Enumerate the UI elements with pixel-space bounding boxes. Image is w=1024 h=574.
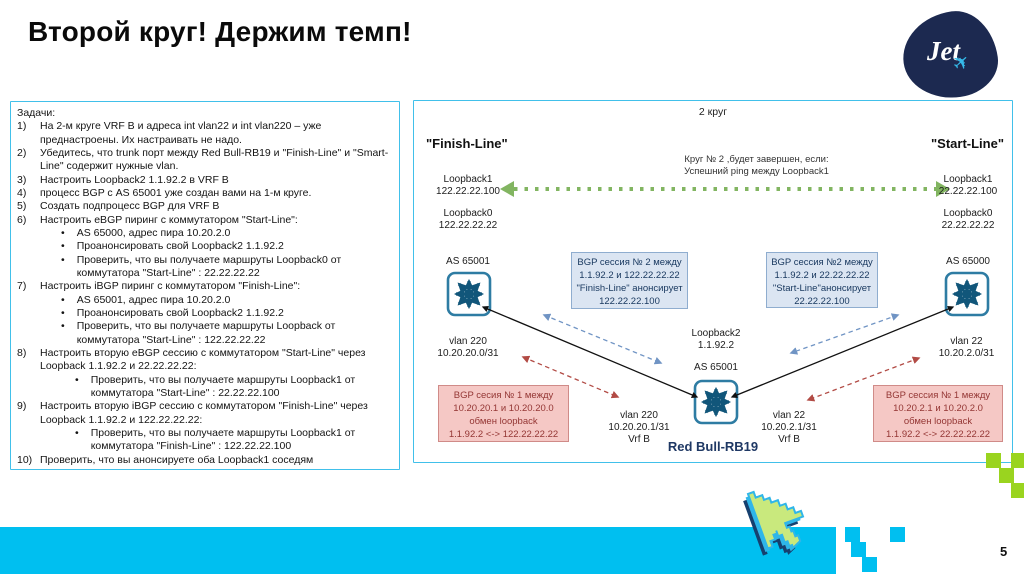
tasks-heading: Задачи: (17, 107, 56, 119)
footer-bar (0, 527, 836, 574)
multilayer-switch-icon (944, 271, 990, 317)
task-text: процесс BGP с AS 65001 уже создан вами н… (40, 186, 312, 199)
task-text: На 2-м круге VRF B и адреса int vlan22 и… (40, 120, 322, 146)
task-text: Убедитесь, что trunk порт между Red Bull… (40, 146, 389, 173)
task-subitem: Проверить, что вы получаете маршруты Loo… (17, 427, 392, 454)
start-line-title: "Start-Line" (931, 136, 1004, 151)
lap-label: 2 круг (698, 106, 728, 118)
deco-square-cyan (862, 557, 877, 572)
task-number: 8) (17, 346, 27, 359)
deco-square-cyan (851, 542, 866, 557)
task-text: Настроить Loopback2 1.1.92.2 в VRF B (40, 173, 229, 186)
task-number: 1) (17, 120, 27, 133)
bgp-session2-box-start: BGP сессия №2 между 1.1.92.2 и 22.22.22.… (766, 252, 878, 308)
deco-square-cyan (845, 527, 860, 542)
deco-square-green (1011, 483, 1024, 498)
task-subitem: Проанонсировать свой Loopback2 1.1.92.2 (17, 240, 392, 253)
center-as-label: AS 65001 (694, 362, 738, 373)
task-item: 6) Настроить eBGP пиринг с коммутатором "… (17, 214, 392, 227)
logo-text: Jet (927, 36, 960, 66)
task-text: Настроить вторую eBGP сессию с коммутато… (40, 346, 366, 373)
task-number: 6) (17, 213, 27, 226)
start-as-label: AS 65000 (946, 256, 990, 267)
multilayer-switch-icon (446, 271, 492, 317)
bgp-session2-arrow-left (542, 313, 663, 365)
jet-logo: Jet ✈ (897, 5, 1003, 105)
task-item: 7) Настроить iBGP пиринг с коммутатором "… (17, 280, 392, 293)
bgp-session2-arrow-right (789, 313, 900, 355)
task-number: 5) (17, 200, 27, 213)
task-item: 1) На 2-м круге VRF B и адреса int vlan22… (17, 120, 392, 147)
lap-condition: Круг № 2 ,будет завершен, если: Успешний… (684, 154, 829, 177)
task-subitem: AS 65001, адрес пира 10.20.2.0 (17, 294, 392, 307)
router-name: Red Bull-RB19 (667, 439, 759, 454)
task-number: 7) (17, 280, 27, 293)
task-number: 10) (17, 453, 33, 466)
task-number: 4) (17, 186, 27, 199)
task-item: 5) Создать подпроцесс BGP для VRF B (17, 200, 392, 213)
deco-square-cyan (890, 527, 905, 542)
task-item: 2) Убедитесь, что trunk порт между Red Bu… (17, 147, 392, 174)
deco-square-green (986, 453, 1001, 468)
page-number: 5 (1000, 544, 1008, 559)
task-subitem: Проверить, что вы получаете маршруты Loo… (17, 374, 392, 401)
bgp-session1-box-finish: BGP сесия № 1 между 10.20.20.1 и 10.20.2… (438, 385, 569, 442)
task-text: Проверить, что вы анонсируете оба Loopba… (40, 453, 314, 466)
task-number: 2) (17, 146, 27, 159)
task-number: 9) (17, 400, 27, 413)
task-subitem: Проверить, что вы получаете маршруты Loo… (17, 254, 392, 281)
bgp-session1-box-start: BGP сессия № 1 между 10.20.2.1 и 10.20.2… (873, 385, 1003, 442)
task-item: 9) Настроить вторую iBGP сессию с коммута… (17, 400, 392, 427)
page-title: Второй круг! Держим темп! (28, 16, 412, 47)
ping-arrow (500, 181, 950, 197)
task-item: 10) Проверить, что вы анонсируете оба Loo… (17, 454, 392, 467)
task-text: Настроить вторую iBGP сессию с коммутато… (40, 400, 368, 426)
task-subitem: AS 65000, адрес пира 10.20.2.0 (17, 227, 392, 240)
task-item: 8) Настроить вторую eBGP сессию с коммута… (17, 347, 392, 374)
center-right-interface: vlan 22 10.20.2.1/31 Vrf B (761, 410, 817, 445)
multilayer-switch-icon (693, 379, 739, 425)
task-number: 3) (17, 173, 27, 186)
diagram-panel: 2 круг "Finish-Line" "Start-Line" Круг №… (413, 100, 1013, 463)
arrowhead-left-icon (500, 181, 514, 197)
task-subitem: Проанонсировать свой Loopback2 1.1.92.2 (17, 307, 392, 320)
deco-square-green (999, 468, 1014, 483)
finish-as-label: AS 65001 (446, 256, 490, 267)
task-text: Создать подпроцесс BGP для VRF B (40, 200, 220, 213)
deco-square-green (1011, 453, 1024, 468)
task-item: 4) процесс BGP с AS 65001 уже создан вами… (17, 187, 392, 200)
task-subitem: Проверить, что вы получаете маршруты Loo… (17, 320, 392, 347)
task-text: Настроить iBGP пиринг с коммутатором "Fi… (40, 280, 301, 293)
bgp-session2-box-finish: BGP сессия № 2 между 1.1.92.2 и 122.22.2… (571, 252, 688, 309)
task-text: Настроить eBGP пиринг с коммутатором "St… (40, 213, 298, 226)
arrowhead-right-icon (936, 181, 950, 197)
finish-line-title: "Finish-Line" (426, 136, 508, 151)
tasks-panel: Задачи: 1) На 2-м круге VRF B и адреса in… (10, 101, 400, 470)
center-left-interface: vlan 220 10.20.20.1/31 Vrf B (608, 410, 670, 445)
task-item: 3) Настроить Loopback2 1.1.92.2 в VRF B (17, 174, 392, 187)
pixel-cursor-icon (743, 490, 805, 556)
